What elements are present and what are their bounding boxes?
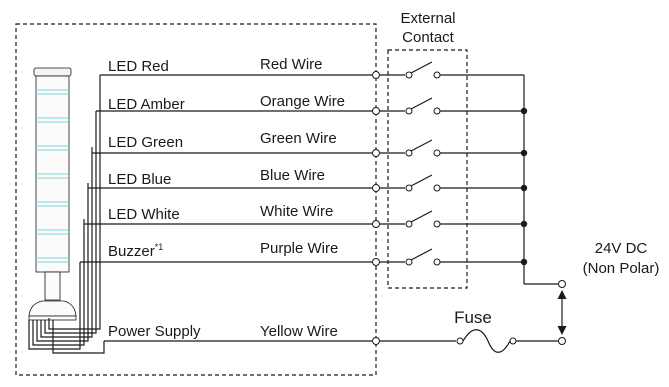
wire-color-label: Green Wire <box>260 130 337 147</box>
lead-wires <box>28 75 105 354</box>
supply-polarity-label: (Non Polar) <box>583 260 660 277</box>
circuit-row-green: LED Green Green Wire <box>92 130 372 154</box>
external-contact-label-line2: Contact <box>402 29 455 46</box>
circuit-label: Buzzer*1 <box>108 242 163 260</box>
circuit-row-white: LED White White Wire <box>84 203 372 225</box>
external-contact-boundary <box>387 49 468 289</box>
signal-tower-unit-boundary <box>15 23 377 376</box>
wire-color-label: Red Wire <box>260 56 323 73</box>
circuit-label: LED Red <box>108 58 169 75</box>
wire-color-label: Yellow Wire <box>260 323 338 340</box>
circuit-row-red: LED Red Red Wire <box>100 56 372 76</box>
wire-color-label: Purple Wire <box>260 240 338 257</box>
external-contact-switches <box>380 61 524 266</box>
circuit-row-power: Power Supply Yellow Wire <box>104 323 372 342</box>
wire-color-label: Orange Wire <box>260 93 345 110</box>
circuit-row-buzzer: Buzzer*1 Purple Wire <box>80 240 372 263</box>
unit-terminals <box>372 71 380 345</box>
supply-voltage-label: 24V DC <box>595 240 648 257</box>
circuit-label: LED Blue <box>108 171 171 188</box>
circuit-row-blue: LED Blue Blue Wire <box>88 167 372 189</box>
circuit-label: LED Amber <box>108 96 185 113</box>
wire-color-label: Blue Wire <box>260 167 325 184</box>
fuse-label: Fuse <box>454 308 492 327</box>
external-contact-label-line1: External <box>400 10 455 27</box>
circuit-label: Power Supply <box>108 323 201 340</box>
signal-tower-icon <box>28 67 77 321</box>
fuse-symbol <box>380 329 558 353</box>
circuit-row-amber: LED Amber Orange Wire <box>96 93 372 113</box>
wire-color-label: White Wire <box>260 203 333 220</box>
power-supply-terminals <box>557 280 567 345</box>
common-bus <box>520 75 558 285</box>
circuit-label: LED Green <box>108 134 183 151</box>
circuit-label: LED White <box>108 206 180 223</box>
